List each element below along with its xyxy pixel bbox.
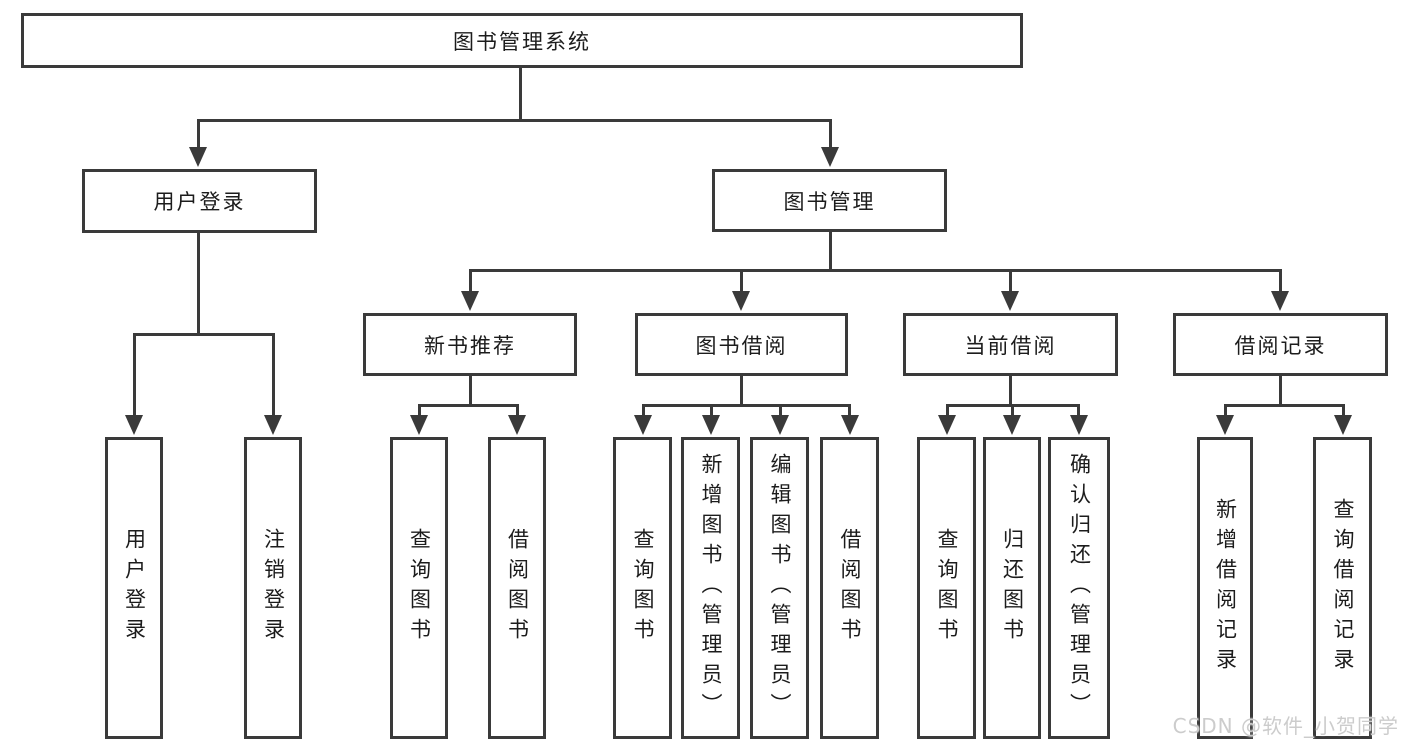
arrow-down-icon <box>264 415 282 435</box>
watermark: CSDN @软件_小贺同学 <box>1172 714 1399 738</box>
leaf-query-books-current: 查询图书 <box>917 437 976 739</box>
connector-line <box>133 333 136 417</box>
connector-line <box>469 376 472 407</box>
node-label: 新增借阅记录 <box>1213 498 1238 678</box>
connector-line <box>418 404 421 420</box>
node-label: 用户登录 <box>122 528 147 648</box>
node-label: 新增图书（管理员） <box>699 453 723 723</box>
connector-line <box>1009 269 1012 295</box>
connector-line <box>740 376 743 407</box>
node-label: 查询图书 <box>631 528 655 648</box>
node-label: 借阅图书 <box>838 528 862 648</box>
node-label: 新书推荐 <box>424 333 516 358</box>
node-current-borrowing: 当前借阅 <box>903 313 1118 376</box>
connector-line <box>133 333 275 336</box>
node-label: 查询借阅记录 <box>1331 498 1355 678</box>
connector-line <box>1011 404 1014 420</box>
node-label: 查询图书 <box>935 528 959 648</box>
node-label: 借阅图书 <box>505 528 530 648</box>
connector-line <box>272 333 275 417</box>
leaf-edit-books-admin: 编辑图书（管理员） <box>750 437 809 739</box>
connector-line <box>469 269 1282 272</box>
connector-line <box>740 269 743 295</box>
node-label: 查询图书 <box>407 528 432 648</box>
leaf-query-books-recommend: 查询图书 <box>390 437 448 739</box>
connector-line <box>1077 404 1080 420</box>
connector-line <box>197 119 832 122</box>
connector-line <box>1224 404 1227 420</box>
node-book-borrowing: 图书借阅 <box>635 313 848 376</box>
connector-line <box>848 404 851 420</box>
node-label: 归还图书 <box>1000 528 1025 648</box>
arrow-down-icon <box>461 291 479 311</box>
node-label: 注销登录 <box>261 528 286 648</box>
arrow-down-icon <box>821 147 839 167</box>
arrow-down-icon <box>771 415 789 435</box>
arrow-down-icon <box>410 415 428 435</box>
connector-line <box>197 233 200 336</box>
connector-line <box>642 404 851 407</box>
connector-line <box>829 232 832 272</box>
arrow-down-icon <box>702 415 720 435</box>
connector-line <box>469 269 472 295</box>
leaf-logout: 注销登录 <box>244 437 302 739</box>
leaf-add-books-admin: 新增图书（管理员） <box>681 437 740 739</box>
leaf-user-login: 用户登录 <box>105 437 163 739</box>
leaf-borrow-books: 借阅图书 <box>820 437 879 739</box>
connector-line <box>1009 376 1012 407</box>
connector-line <box>1279 376 1282 407</box>
leaf-add-borrow-record: 新增借阅记录 <box>1197 437 1253 739</box>
connector-line <box>642 404 645 420</box>
node-label: 当前借阅 <box>964 333 1057 358</box>
leaf-return-books: 归还图书 <box>983 437 1041 739</box>
connector-line <box>418 404 519 407</box>
node-label: 确认归还（管理员） <box>1067 453 1092 723</box>
connector-line <box>1279 269 1282 295</box>
connector-line <box>519 68 522 120</box>
node-label: 图书借阅 <box>695 333 788 358</box>
arrow-down-icon <box>1334 415 1352 435</box>
node-borrow-records: 借阅记录 <box>1173 313 1388 376</box>
connector-line <box>1224 404 1345 407</box>
arrow-down-icon <box>125 415 143 435</box>
arrow-down-icon <box>1216 415 1234 435</box>
node-label: 编辑图书（管理员） <box>768 453 792 723</box>
node-library-system: 图书管理系统 <box>21 13 1023 68</box>
arrow-down-icon <box>1003 415 1021 435</box>
node-book-management: 图书管理 <box>712 169 947 232</box>
node-label: 图书管理系统 <box>453 29 591 54</box>
leaf-borrow-books-recommend: 借阅图书 <box>488 437 546 739</box>
arrow-down-icon <box>1070 415 1088 435</box>
arrow-down-icon <box>189 147 207 167</box>
leaf-confirm-return-admin: 确认归还（管理员） <box>1048 437 1110 739</box>
arrow-down-icon <box>508 415 526 435</box>
arrow-down-icon <box>938 415 956 435</box>
arrow-down-icon <box>841 415 859 435</box>
leaf-query-borrow-record: 查询借阅记录 <box>1313 437 1372 739</box>
node-label: 借阅记录 <box>1234 333 1327 358</box>
arrow-down-icon <box>634 415 652 435</box>
connector-line <box>829 119 832 149</box>
node-label: 用户登录 <box>153 190 246 214</box>
leaf-query-books-borrowing: 查询图书 <box>613 437 672 739</box>
node-user-login: 用户登录 <box>82 169 317 233</box>
arrow-down-icon <box>1001 291 1019 311</box>
connector-line <box>779 404 782 420</box>
connector-line <box>197 119 200 149</box>
node-label: 图书管理 <box>783 189 876 214</box>
connector-line <box>710 404 713 420</box>
arrow-down-icon <box>732 291 750 311</box>
node-new-book-recommend: 新书推荐 <box>363 313 577 376</box>
arrow-down-icon <box>1271 291 1289 311</box>
connector-line <box>516 404 519 420</box>
connector-line <box>1342 404 1345 420</box>
connector-line <box>946 404 949 420</box>
